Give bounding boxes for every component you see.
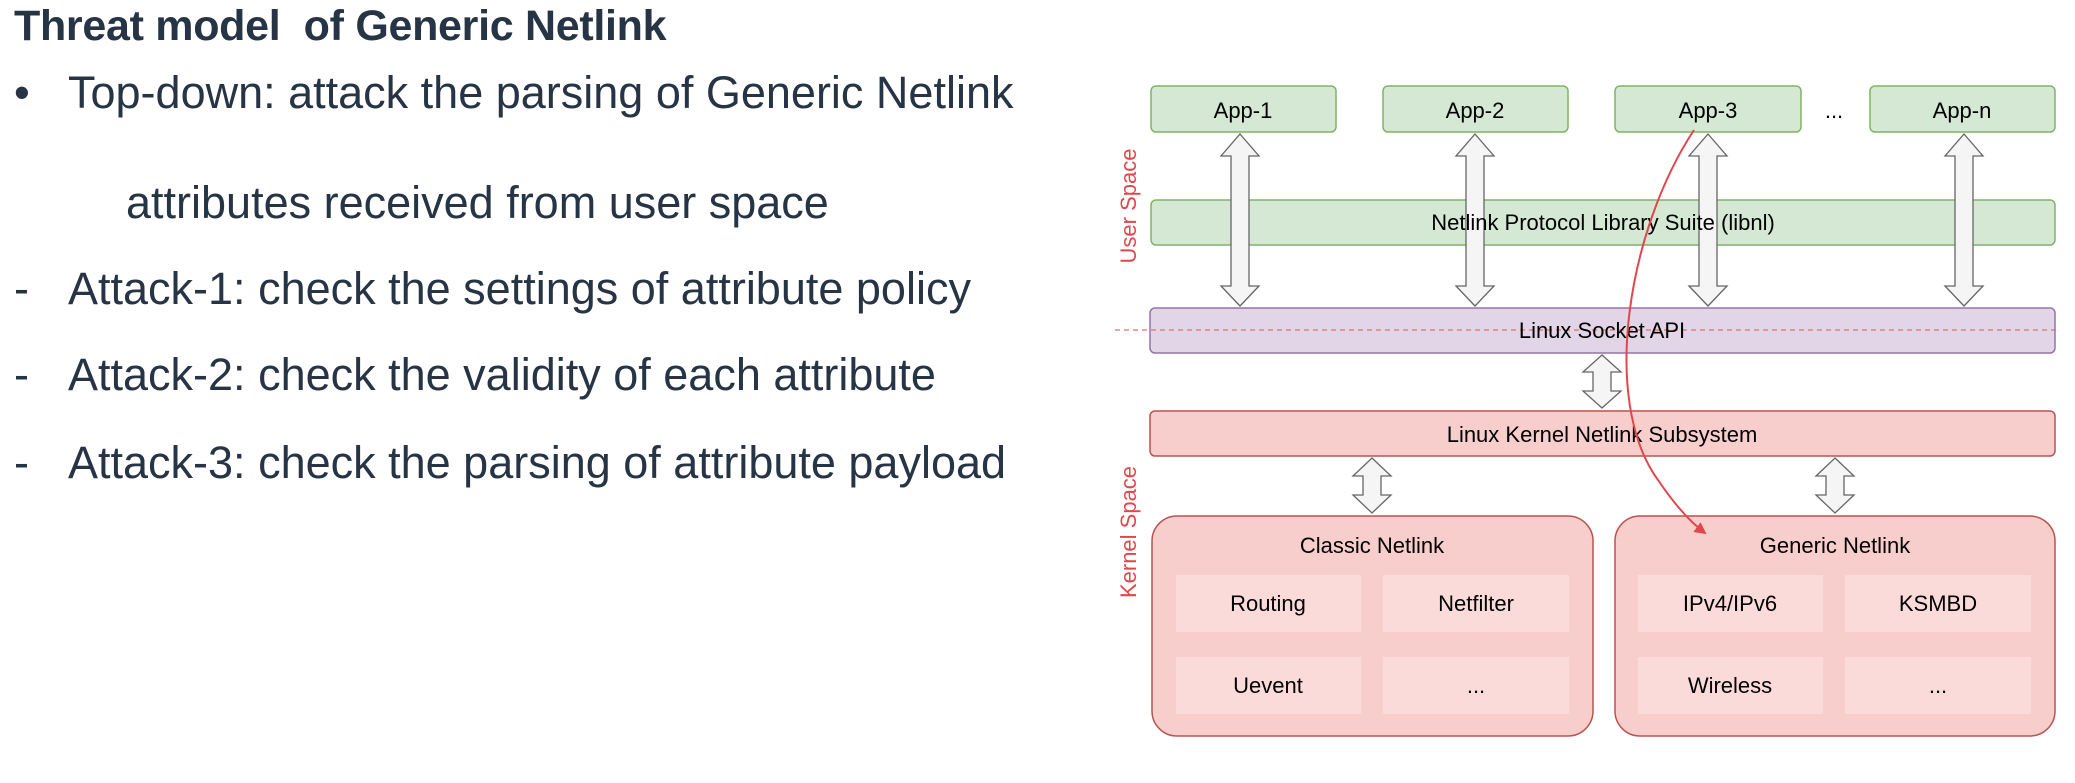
classic-cell <box>1176 657 1361 714</box>
classic-cell <box>1176 575 1361 632</box>
app-n-socket-arrow <box>1943 133 1985 307</box>
app-2-box <box>1382 85 1569 133</box>
classic-cell-label: Routing <box>1230 591 1306 616</box>
classic-cell-label: Netfilter <box>1438 591 1514 616</box>
app-n-box <box>1869 85 2056 133</box>
dash-marker: - <box>14 349 29 400</box>
app-1-socket-arrow <box>1219 133 1261 307</box>
kernel-space-label: Kernel Space <box>1116 466 1141 598</box>
libnl-bar <box>1150 199 2056 246</box>
generic-cell <box>1638 575 1823 632</box>
app-1-box <box>1150 85 1337 133</box>
bullet-text: attributes received from user space <box>126 177 829 228</box>
app-1-label: App-1 <box>1214 98 1273 123</box>
app-n-label: App-n <box>1933 98 1992 123</box>
subsystem-generic-arrow <box>1814 457 1856 514</box>
app-3-socket-arrow <box>1687 133 1729 307</box>
classic-netlink-title: Classic Netlink <box>1300 533 1445 558</box>
attack-path-arrow <box>1625 129 1707 535</box>
apps-ellipsis: ... <box>1825 98 1843 123</box>
generic-netlink-title: Generic Netlink <box>1760 533 1911 558</box>
kernel-netlink-subsystem-bar <box>1149 410 2056 457</box>
kernel-netlink-subsystem-label: Linux Kernel Netlink Subsystem <box>1447 422 1758 447</box>
generic-cell-label: ... <box>1929 673 1947 698</box>
classic-cell <box>1383 657 1569 714</box>
app-3-box <box>1614 85 1802 133</box>
generic-cell <box>1845 657 2031 714</box>
bullet-text: Attack-3: check the parsing of attribute… <box>68 437 1007 488</box>
classic-cell-label: Uevent <box>1233 673 1303 698</box>
subsystem-classic-arrow <box>1351 457 1393 514</box>
dash-marker: - <box>14 263 29 314</box>
generic-cell <box>1638 657 1823 714</box>
generic-cell <box>1845 575 2031 632</box>
classic-cell <box>1383 575 1569 632</box>
classic-cell-label: ... <box>1467 673 1485 698</box>
app-2-label: App-2 <box>1446 98 1505 123</box>
socket-kernel-arrow <box>1581 354 1623 409</box>
app-2-socket-arrow <box>1454 133 1496 307</box>
bullet-text: Attack-2: check the validity of each att… <box>68 349 936 400</box>
socket-api-label: Linux Socket API <box>1519 318 1685 343</box>
app-3-label: App-3 <box>1679 98 1738 123</box>
bullet-text: Top-down: attack the parsing of Generic … <box>68 67 1014 118</box>
libnl-label: Netlink Protocol Library Suite (libnl) <box>1431 210 1775 235</box>
generic-cell-label: Wireless <box>1688 673 1772 698</box>
user-space-label: User Space <box>1116 149 1141 264</box>
page-title: Threat model of Generic Netlink <box>14 2 667 50</box>
generic-cell-label: KSMBD <box>1899 591 1977 616</box>
bullet-text: Attack-1: check the settings of attribut… <box>68 263 971 314</box>
generic-cell-label: IPv4/IPv6 <box>1683 591 1777 616</box>
dash-marker: - <box>14 437 29 488</box>
bullet-marker: • <box>14 67 30 118</box>
